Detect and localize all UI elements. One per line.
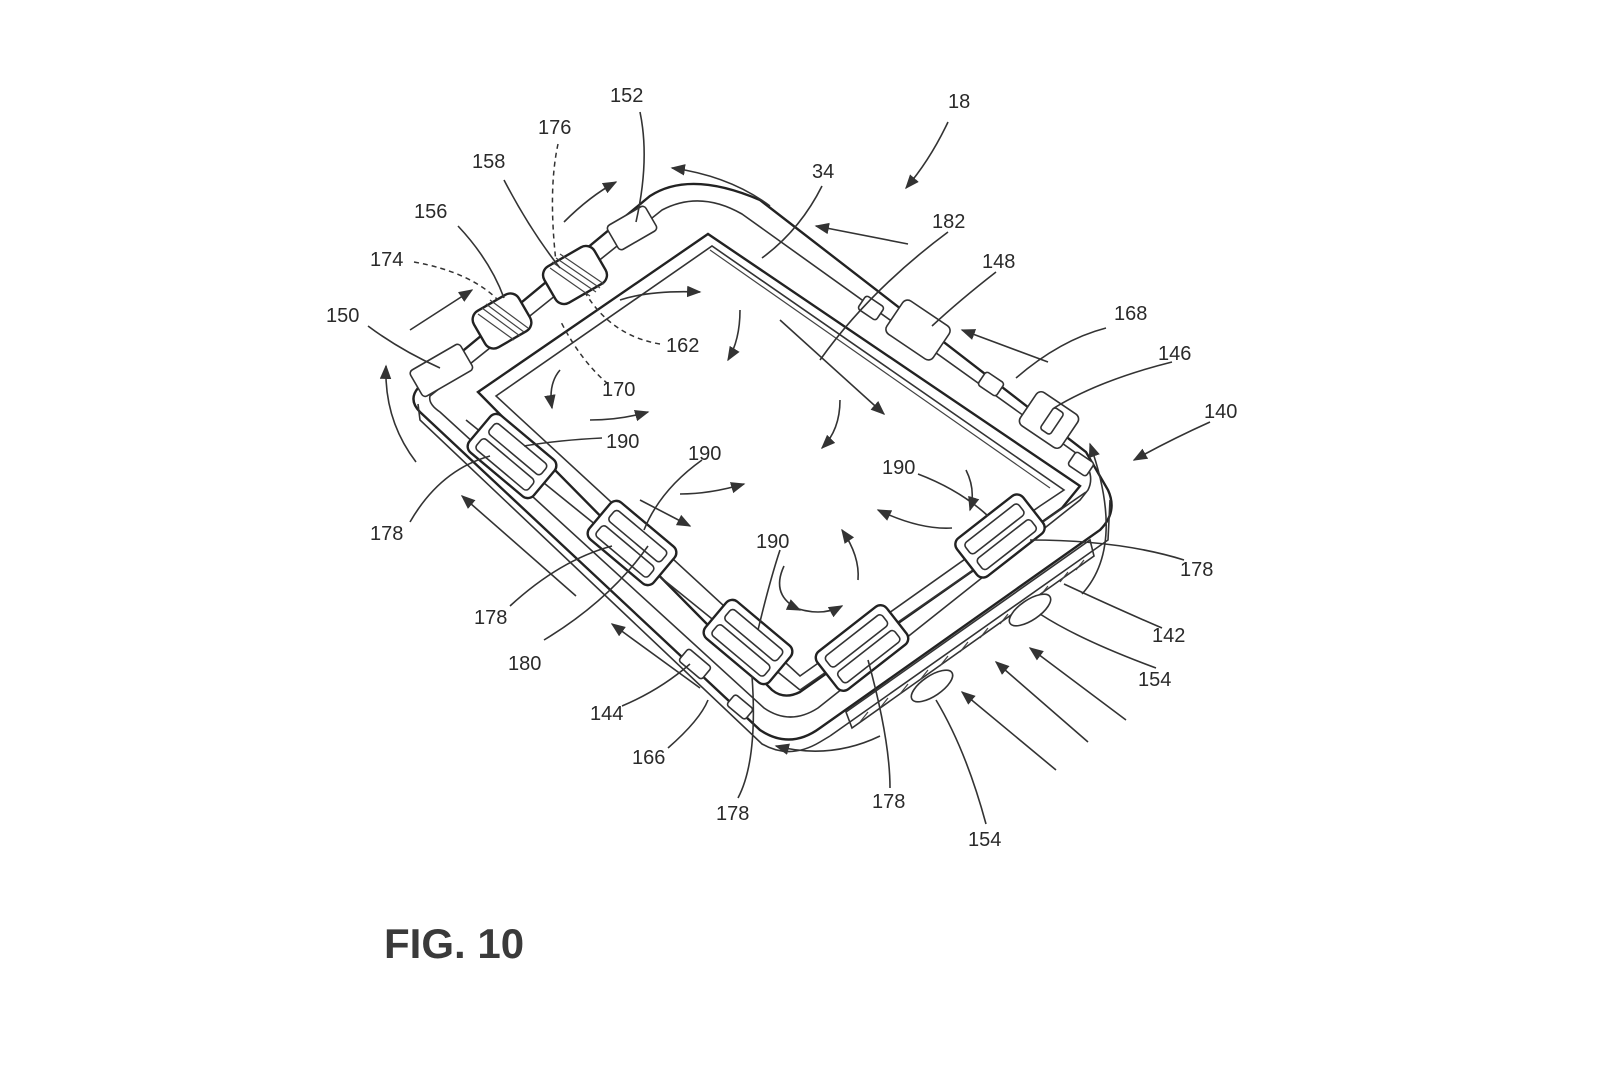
roller-assemblies [409,205,658,398]
label-174: 174 [370,249,403,271]
window-frame-inner [494,245,1066,678]
label-190-b: 190 [688,443,721,465]
label-168: 168 [1114,303,1147,325]
label-190-a: 190 [606,431,639,453]
figure-caption: FIG. 10 [384,920,524,967]
label-148: 148 [982,251,1015,273]
small-tab-1 [857,295,885,321]
small-tab-3 [1067,451,1095,477]
label-176: 176 [538,117,571,139]
label-150: 150 [326,305,359,327]
label-18: 18 [948,91,970,113]
grille-142 [678,538,1095,730]
label-190-d: 190 [756,531,789,553]
label-178-c: 178 [474,607,507,629]
label-190-c: 190 [882,457,915,479]
label-170: 170 [602,379,635,401]
vent-178-b [586,499,678,587]
reference-labels: 18 152 176 158 34 156 182 174 148 150 16… [326,85,1237,851]
outer-rim [412,182,1113,741]
vent-178-a [466,412,558,500]
label-158: 158 [472,151,505,173]
label-178-d: 178 [716,803,749,825]
foot-154-a [910,669,954,703]
label-178-b: 178 [1180,559,1213,581]
label-156: 156 [414,201,447,223]
foot-154-b [1008,593,1052,627]
window-glass-line [709,249,1051,489]
vent-178-e [954,493,1046,579]
label-142: 142 [1152,625,1185,647]
side-latches [857,295,1095,477]
perimeter-arrows [379,164,1127,771]
label-162: 162 [666,335,699,357]
label-178-e: 178 [872,791,905,813]
label-152: 152 [610,85,643,107]
label-182: 182 [932,211,965,233]
roller-158 [541,244,609,306]
label-178-a: 178 [370,523,403,545]
vent-ports [466,412,1046,692]
side-wall-right [829,499,1111,737]
bracket-152 [606,205,658,251]
leader-lines [367,111,1211,825]
airflow-arrows [544,285,980,618]
vent-178-d [814,604,910,692]
label-154-b: 154 [968,829,1001,851]
label-180: 180 [508,653,541,675]
label-34: 34 [812,161,834,183]
clip-146 [1040,407,1064,435]
window-frame-outer [476,232,1082,697]
vent-178-c [702,598,794,686]
label-144: 144 [590,703,623,725]
small-tab-2 [977,371,1005,397]
latch-148 [885,299,951,361]
label-166: 166 [632,747,665,769]
tab-166 [726,694,754,720]
tab-144 [678,648,712,680]
label-140: 140 [1204,401,1237,423]
label-154-a: 154 [1138,669,1171,691]
inner-rim [428,200,1092,718]
bracket-150 [409,343,474,398]
label-146: 146 [1158,343,1191,365]
